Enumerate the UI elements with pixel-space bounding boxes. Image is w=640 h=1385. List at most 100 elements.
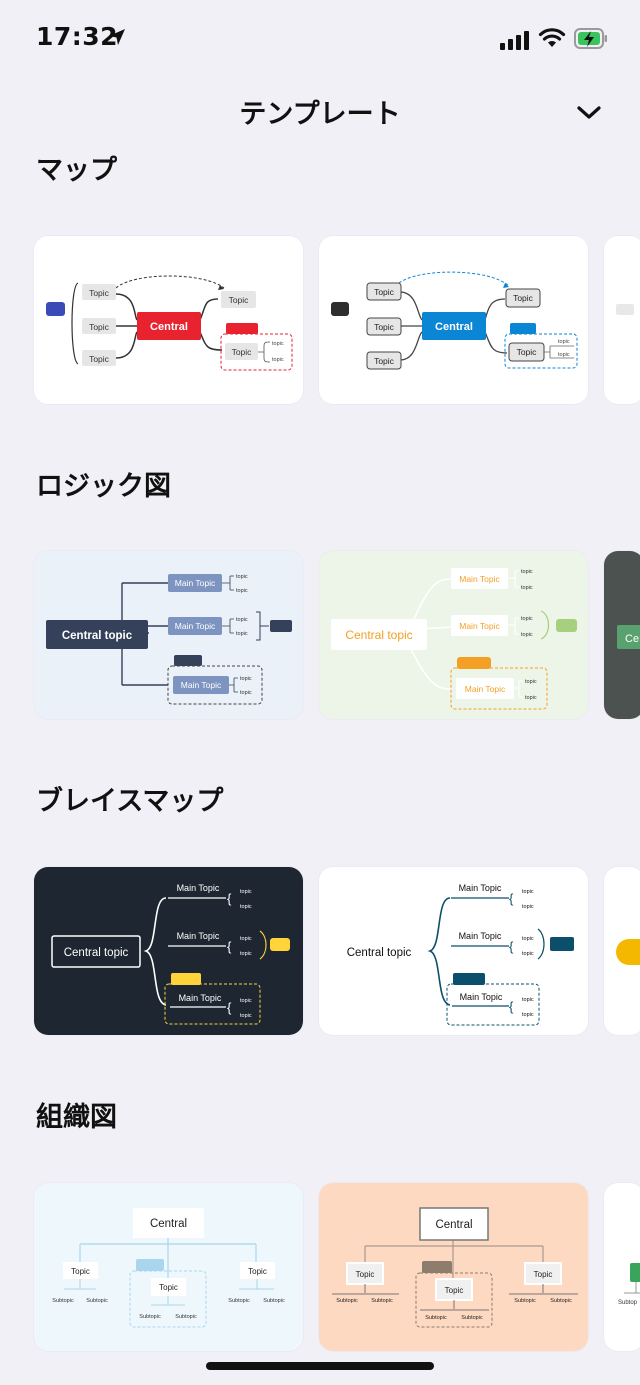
svg-text:{: { [509,939,514,954]
topic-label: Topic [374,356,395,366]
topic-label: Topic [89,354,110,364]
svg-text:{: { [227,1000,232,1015]
subtopic-label: topic [558,339,570,345]
subtopic-label: topic [240,998,252,1004]
topic-label: Topic [232,347,253,357]
topic-label: Topic [159,1283,178,1292]
svg-text:{: { [227,891,232,906]
main-topic-label: Main Topic [175,621,216,631]
template-card-brace-2[interactable]: Central topic Main Topic { topic topic M… [319,867,588,1035]
subtopic-label: topic [521,632,533,638]
template-card-logic-2[interactable]: Central topic Main Topic topic topic Mai… [319,551,588,719]
subtopic-label: topic [240,889,252,895]
main-topic-label: Main Topic [175,578,216,588]
svg-text:{: { [509,891,514,906]
topic-label: Topic [534,1270,553,1279]
home-indicator[interactable] [206,1362,434,1370]
subtopic-label: topic [522,904,534,910]
main-topic-label: Main Topic [460,992,503,1002]
subtopic-label: Subtopic [514,1298,536,1304]
template-card-logic-1[interactable]: Central topic Main Topic topic topic Mai… [34,551,303,719]
central-label: Central topic [347,947,412,959]
subtopic-label: Subtopic [425,1315,447,1321]
cellular-signal-icon [500,30,530,54]
subtopic-label: Subtopic [228,1298,250,1304]
section-title-logic: ロジック図 [36,471,171,502]
section-title-org: 組織図 [36,1102,117,1133]
subtopic-label: Subtopic [461,1315,483,1321]
template-card-org-3[interactable]: Subtop [604,1183,640,1351]
template-card-map-1[interactable]: Topic Topic Topic Central Topic Topic to… [34,236,303,404]
page-title: テンプレート [239,99,401,130]
subtopic-label: topic [236,574,248,580]
main-topic-label: Main Topic [459,621,500,631]
central-label: Central topic [345,628,412,642]
subtopic-label: topic [522,951,534,957]
svg-text:{: { [509,999,514,1014]
template-card-org-1[interactable]: Central Topic Subtopic Subtopic Topic Su… [34,1183,303,1351]
template-card-brace-3[interactable] [604,867,640,1035]
status-bar: 17:32 [0,0,640,80]
central-label: Central topic [62,630,133,642]
subtopic-label: topic [522,889,534,895]
central-label: Central [435,1219,472,1231]
subtopic-label: Subtopic [263,1298,285,1304]
topic-label: Topic [89,288,110,298]
template-card-brace-1[interactable]: Central topic Main Topic { topic topic M… [34,867,303,1035]
collapse-button[interactable] [572,96,606,130]
subtopic-label: topic [522,936,534,942]
template-card-map-3[interactable] [604,236,640,404]
central-label: Central [435,321,473,333]
central-label: Central [150,321,188,333]
subtopic-label: topic [236,631,248,637]
topic-label: Topic [374,322,395,332]
subtopic-label: topic [522,1012,534,1018]
topic-label: Topic [374,287,395,297]
subtopic-label: topic [236,617,248,623]
section-title-brace: ブレイスマップ [36,786,224,817]
topic-label: Topic [517,347,538,357]
subtopic-label: Subtop [618,1300,638,1306]
subtopic-label: Subtopic [52,1298,74,1304]
template-card-map-2[interactable]: Topic Topic Topic Central Topic Topic to… [319,236,588,404]
main-topic-label: Main Topic [465,684,506,694]
topic-label: Topic [248,1267,267,1276]
subtopic-label: Subtopic [550,1298,572,1304]
status-time: 17:32 [36,22,119,51]
section-title-map: マップ [36,155,117,186]
subtopic-label: topic [240,936,252,942]
topic-label: Topic [445,1286,464,1295]
central-label: Central [150,1218,187,1230]
floating-topic-shape [331,302,349,316]
subtopic-label: topic [272,341,284,347]
subtopic-label: topic [236,588,248,594]
main-topic-label: Main Topic [459,574,500,584]
subtopic-label: topic [558,352,570,358]
subtopic-label: topic [272,357,284,363]
template-card-org-2[interactable]: Central Topic Subtopic Subtopic Topic Su… [319,1183,588,1351]
floating-topic-shape [46,302,65,316]
topic-label: Topic [89,322,110,332]
subtopic-label: topic [525,679,537,685]
subtopic-label: topic [521,585,533,591]
subtopic-label: Subtopic [371,1298,393,1304]
subtopic-label: topic [521,569,533,575]
subtopic-label: topic [240,951,252,957]
main-topic-label: Main Topic [181,680,222,690]
subtopic-label: Subtopic [175,1314,197,1320]
svg-text:{: { [227,939,232,954]
subtopic-label: Subtopic [139,1314,161,1320]
subtopic-label: Subtopic [336,1298,358,1304]
battery-charging-icon [574,28,608,54]
main-topic-label: Main Topic [459,931,502,941]
wifi-icon [538,26,566,52]
topic-label: Topic [229,295,250,305]
template-card-logic-3[interactable]: Ce [604,551,640,719]
subtopic-label: topic [525,695,537,701]
central-label: Central topic [64,947,129,959]
subtopic-label: topic [521,616,533,622]
main-topic-label: Main Topic [179,993,222,1003]
subtopic-label: topic [522,997,534,1003]
main-topic-label: Main Topic [177,883,220,893]
topic-label: Topic [513,293,534,303]
